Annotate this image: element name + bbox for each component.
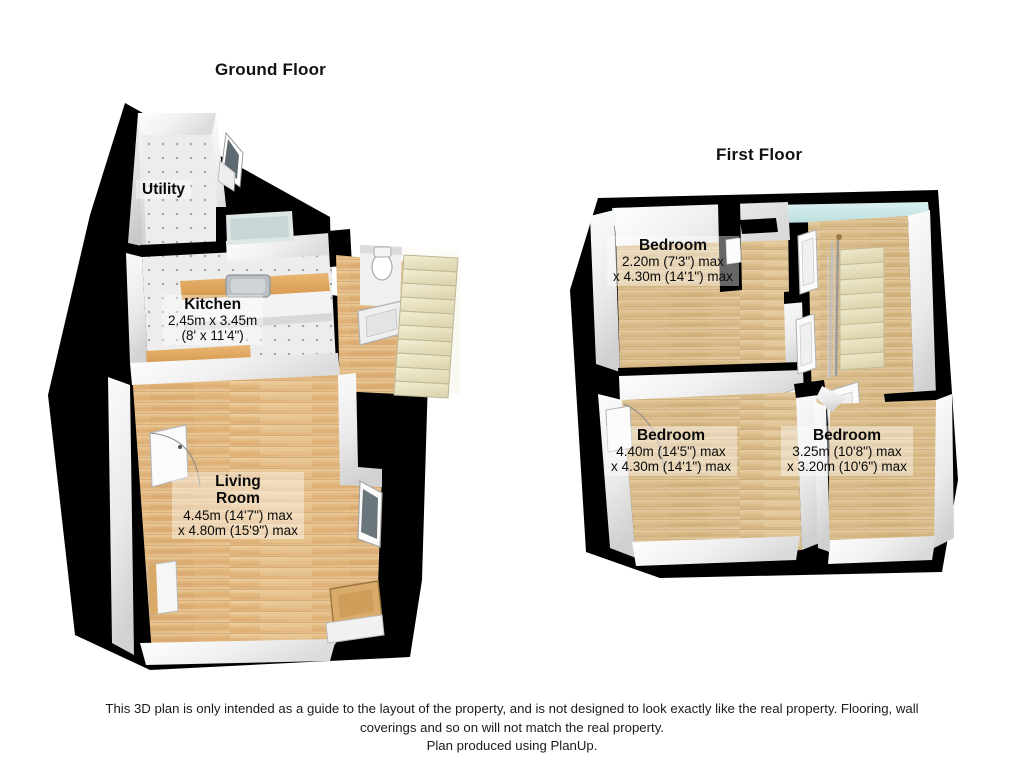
staircase	[393, 247, 460, 399]
disclaimer-line-1: This 3D plan is only intended as a guide…	[105, 701, 919, 716]
bedroom-left-door	[605, 405, 633, 453]
kitchen-room	[126, 211, 352, 367]
radiator	[147, 560, 179, 616]
first-floor-title: First Floor	[716, 145, 803, 164]
first-floor-plan	[570, 190, 958, 578]
understair-door	[357, 300, 405, 346]
ground-floor-title: Ground Floor	[215, 60, 326, 79]
bedroom-left-room	[598, 380, 826, 566]
banister	[827, 234, 842, 379]
living-room-door-left	[149, 424, 189, 488]
kitchen-counter	[180, 273, 332, 331]
landing-staircase	[839, 246, 885, 371]
landing-door-a	[797, 229, 819, 295]
kitchen-sink	[225, 274, 271, 298]
hall-and-stairs	[336, 245, 460, 399]
disclaimer-line-3: Plan produced using PlanUp.	[426, 738, 598, 754]
toilet-icon	[371, 246, 393, 281]
utility-room	[128, 113, 244, 257]
ground-floor-plan	[48, 103, 460, 670]
utility-window	[217, 131, 244, 192]
disclaimer-line-2: coverings and so on will not match the r…	[360, 719, 664, 735]
living-room-window	[357, 480, 383, 548]
living-room	[108, 353, 385, 665]
bedroom-right-room	[814, 386, 954, 564]
disclaimer-footer: This 3D plan is only intended as a guide…	[0, 700, 1024, 756]
landing-door-b	[795, 313, 817, 375]
front-door	[325, 580, 385, 644]
wc-cubicle	[360, 245, 402, 307]
bedroom-top-room	[590, 200, 806, 402]
